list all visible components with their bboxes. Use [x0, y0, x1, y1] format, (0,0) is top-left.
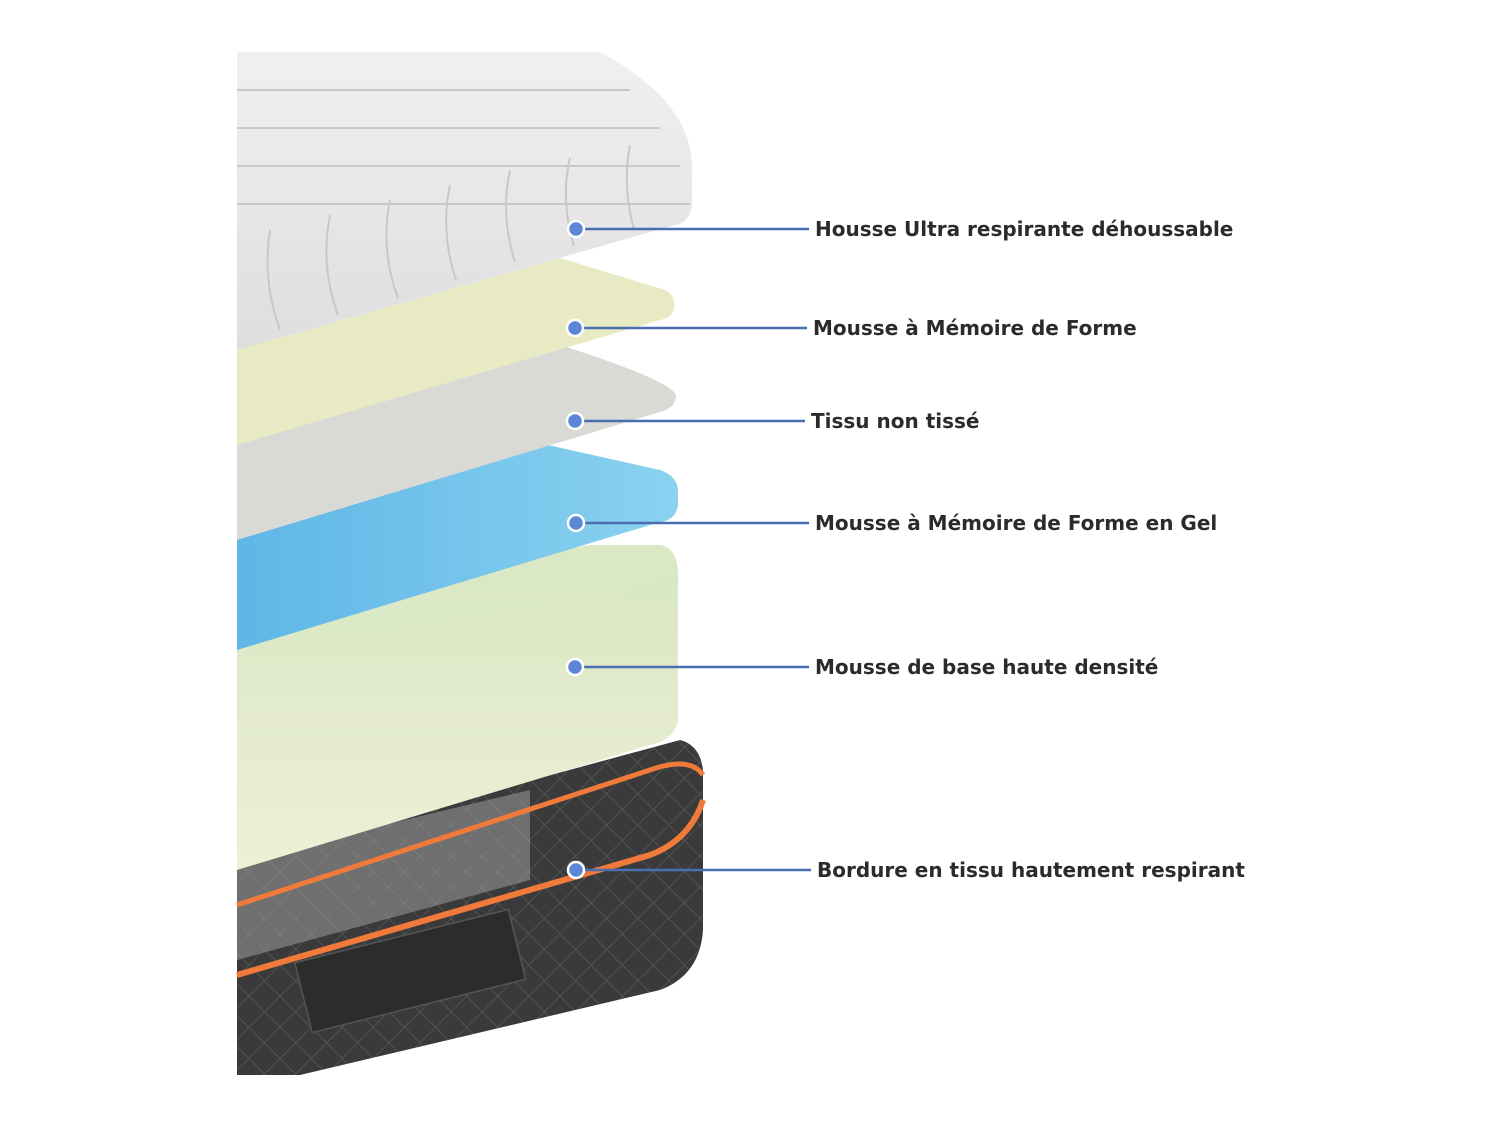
- layer-label: Mousse à Mémoire de Forme: [813, 316, 1137, 340]
- circle-marker-icon: [566, 219, 586, 239]
- circle-marker-icon: [565, 657, 585, 677]
- cover-layer: [237, 52, 692, 350]
- circle-marker-icon: [565, 411, 585, 431]
- memory-foam-layer: [237, 258, 675, 445]
- layer-label: Mousse à Mémoire de Forme en Gel: [815, 511, 1217, 535]
- layer-label: Tissu non tissé: [811, 409, 979, 433]
- layer-callouts: Housse Ultra respirante déhoussableMouss…: [565, 217, 1245, 882]
- nonwoven-fabric-layer: [237, 345, 676, 540]
- circle-marker-icon: [566, 513, 586, 533]
- layer-label: Bordure en tissu hautement respirant: [817, 858, 1245, 882]
- base-foam-block: [237, 545, 678, 870]
- layer-label: Housse Ultra respirante déhoussable: [815, 217, 1233, 241]
- gel-foam-layer: [237, 430, 678, 650]
- circle-marker-icon: [565, 318, 585, 338]
- circle-marker-icon: [566, 860, 586, 880]
- border-fabric-shell: [236, 740, 706, 1075]
- layer-label: Mousse de base haute densité: [815, 655, 1158, 679]
